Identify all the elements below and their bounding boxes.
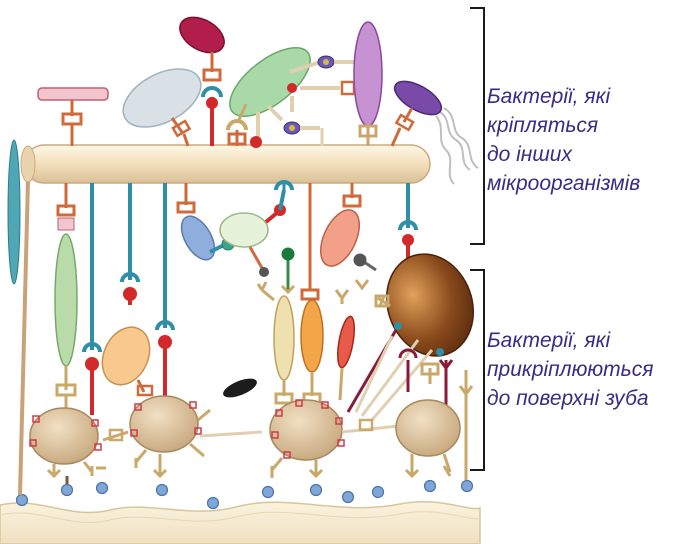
label-bottom-line-2: прикріплюються xyxy=(487,355,653,384)
pink-bar-bacterium xyxy=(38,88,108,146)
anchor-cell-1 xyxy=(30,408,106,484)
central-rod-bacterium xyxy=(21,145,430,183)
label-top-line-2: кріпляться xyxy=(487,111,640,140)
peach-bacterium xyxy=(93,320,158,395)
label-bottom-line-3: до поверхні зуба xyxy=(487,384,653,413)
pale-green-bacterium xyxy=(220,182,292,277)
label-coaggregating-bacteria: Бактерії, які кріпляться до інших мікроо… xyxy=(487,82,640,198)
label-top-line-4: мікроорганізмів xyxy=(487,169,640,198)
label-tooth-adhering-bacteria: Бактерії, які прикріплюються до поверхні… xyxy=(487,326,653,413)
green-spindle-cell xyxy=(55,183,77,410)
label-top-line-3: до інших xyxy=(487,140,640,169)
violet-bacterium xyxy=(354,22,382,146)
blue-adhesins xyxy=(84,183,173,352)
red-thin-cell xyxy=(335,315,358,400)
orange-rod-link xyxy=(302,183,318,299)
green-bacterium xyxy=(219,35,354,148)
bracket-top xyxy=(470,8,484,244)
blue-link-to-brown xyxy=(400,183,416,262)
purple-flagellated-bacterium xyxy=(389,75,446,146)
label-bottom-line-1: Бактерії, які xyxy=(487,326,653,355)
grey-ellipse-bacterium xyxy=(114,57,211,146)
teal-needle-cell xyxy=(8,140,20,284)
tan-spindle-cell xyxy=(274,296,294,403)
label-top-line-1: Бактерії, які xyxy=(487,82,640,111)
tooth-surface xyxy=(0,502,480,544)
anchor-cell-2 xyxy=(103,396,262,476)
flagella xyxy=(436,108,478,184)
orange-spindle-cell xyxy=(301,300,323,403)
black-small-cell xyxy=(221,375,260,401)
left-filament xyxy=(20,180,28,495)
